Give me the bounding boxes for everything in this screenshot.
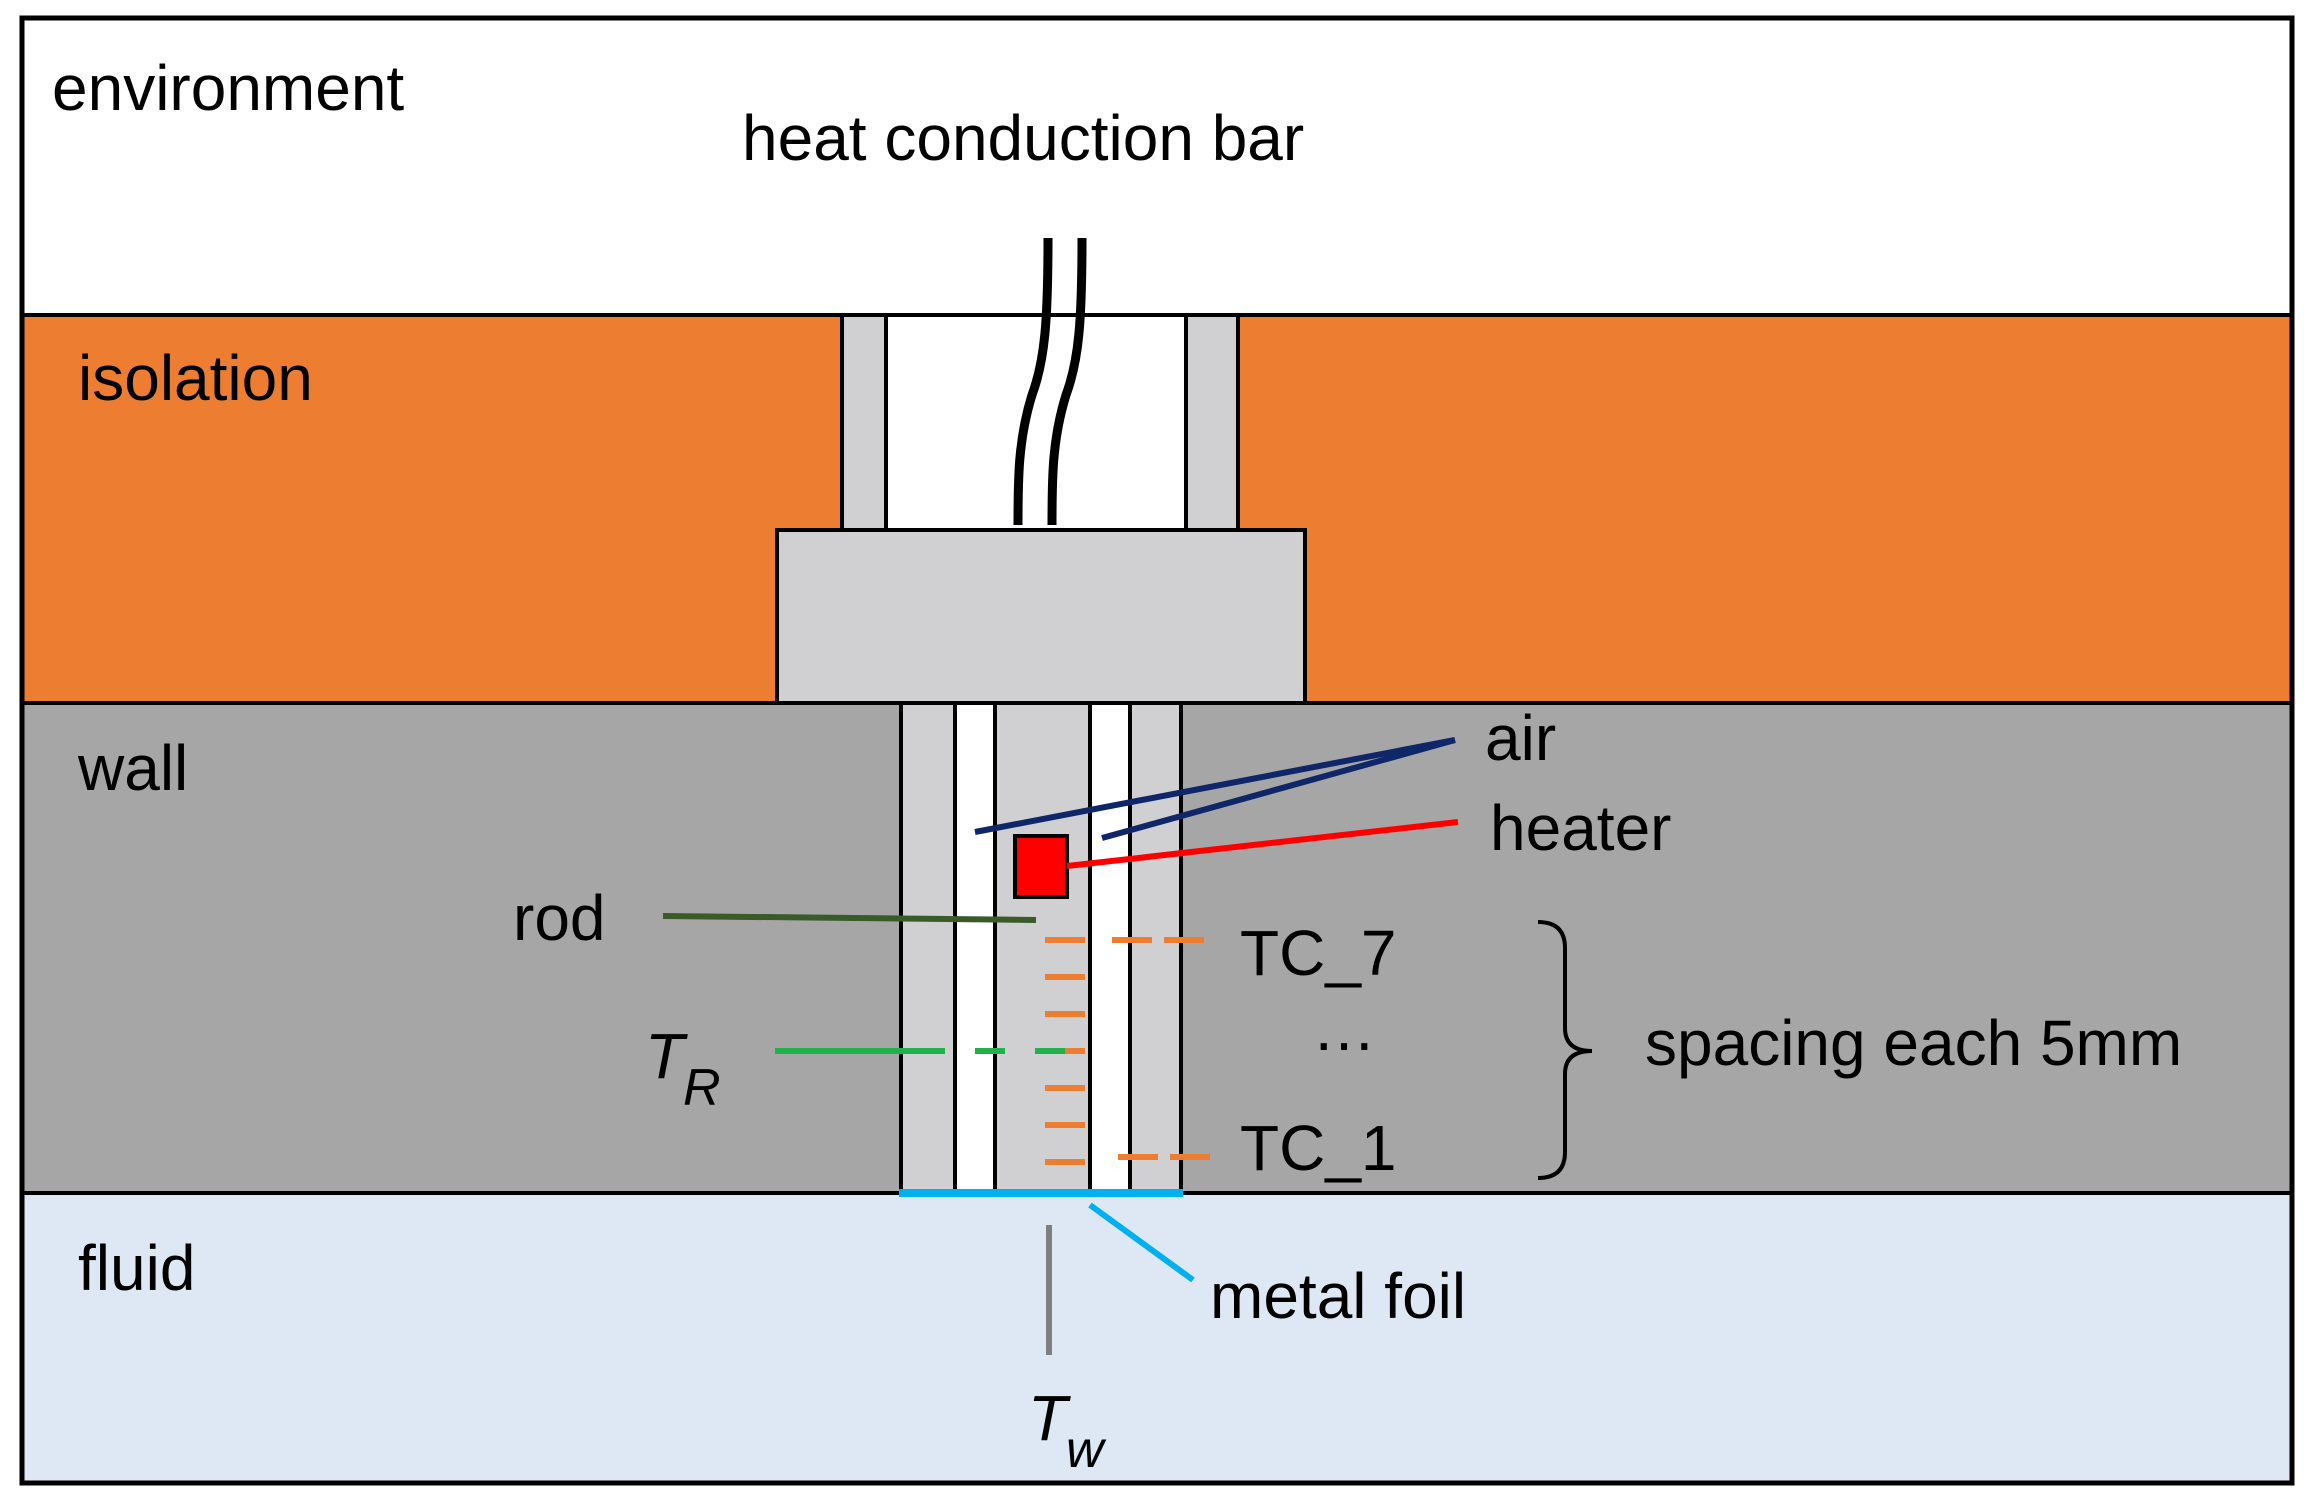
environment-label: environment — [52, 52, 404, 124]
heat-conduction-bar-wire-right — [1047, 237, 1087, 526]
heater-element — [1013, 834, 1069, 899]
spacing-label: spacing each 5mm — [1645, 1007, 2182, 1079]
fluid-label: fluid — [78, 1232, 195, 1304]
t-r-symbol: T — [645, 1020, 688, 1092]
housing-right-wall — [1184, 313, 1240, 532]
housing-inner — [884, 313, 1188, 532]
metal-foil-label: metal foil — [1210, 1260, 1466, 1332]
fluid-region — [22, 1193, 2292, 1483]
rod-leader — [662, 913, 1037, 923]
t-w-symbol: T — [1028, 1382, 1071, 1454]
heater-label: heater — [1490, 792, 1671, 864]
tc7-label: TC_7 — [1240, 917, 1397, 989]
tc-ellipsis-label: … — [1312, 992, 1376, 1064]
heater-leader — [1066, 819, 1459, 869]
t-r-subscript: R — [683, 1059, 721, 1117]
isolation-label: isolation — [78, 342, 313, 414]
air-gap-left — [953, 701, 997, 1195]
housing-base-block — [775, 528, 1307, 705]
sensor-outer-body — [899, 701, 1183, 1195]
spacing-brace — [1537, 920, 1593, 1180]
diagram-frame — [19, 15, 2295, 1486]
air-gap-right — [1088, 701, 1132, 1195]
tc1-label: TC_1 — [1240, 1112, 1397, 1184]
environment-region — [22, 18, 2292, 315]
air-label: air — [1485, 702, 1556, 774]
air-leader-right — [1101, 737, 1456, 841]
t-w-subscript: w — [1066, 1421, 1107, 1479]
heat-conduction-bar-wire-left — [1013, 237, 1053, 526]
air-leader-left — [974, 737, 1456, 835]
housing-left-wall — [840, 313, 888, 532]
rod-label: rod — [513, 882, 606, 954]
metal-foil-leader — [1088, 1202, 1195, 1283]
wall-label: wall — [77, 732, 188, 804]
heat-conduction-bar-label: heat conduction bar — [742, 102, 1304, 174]
